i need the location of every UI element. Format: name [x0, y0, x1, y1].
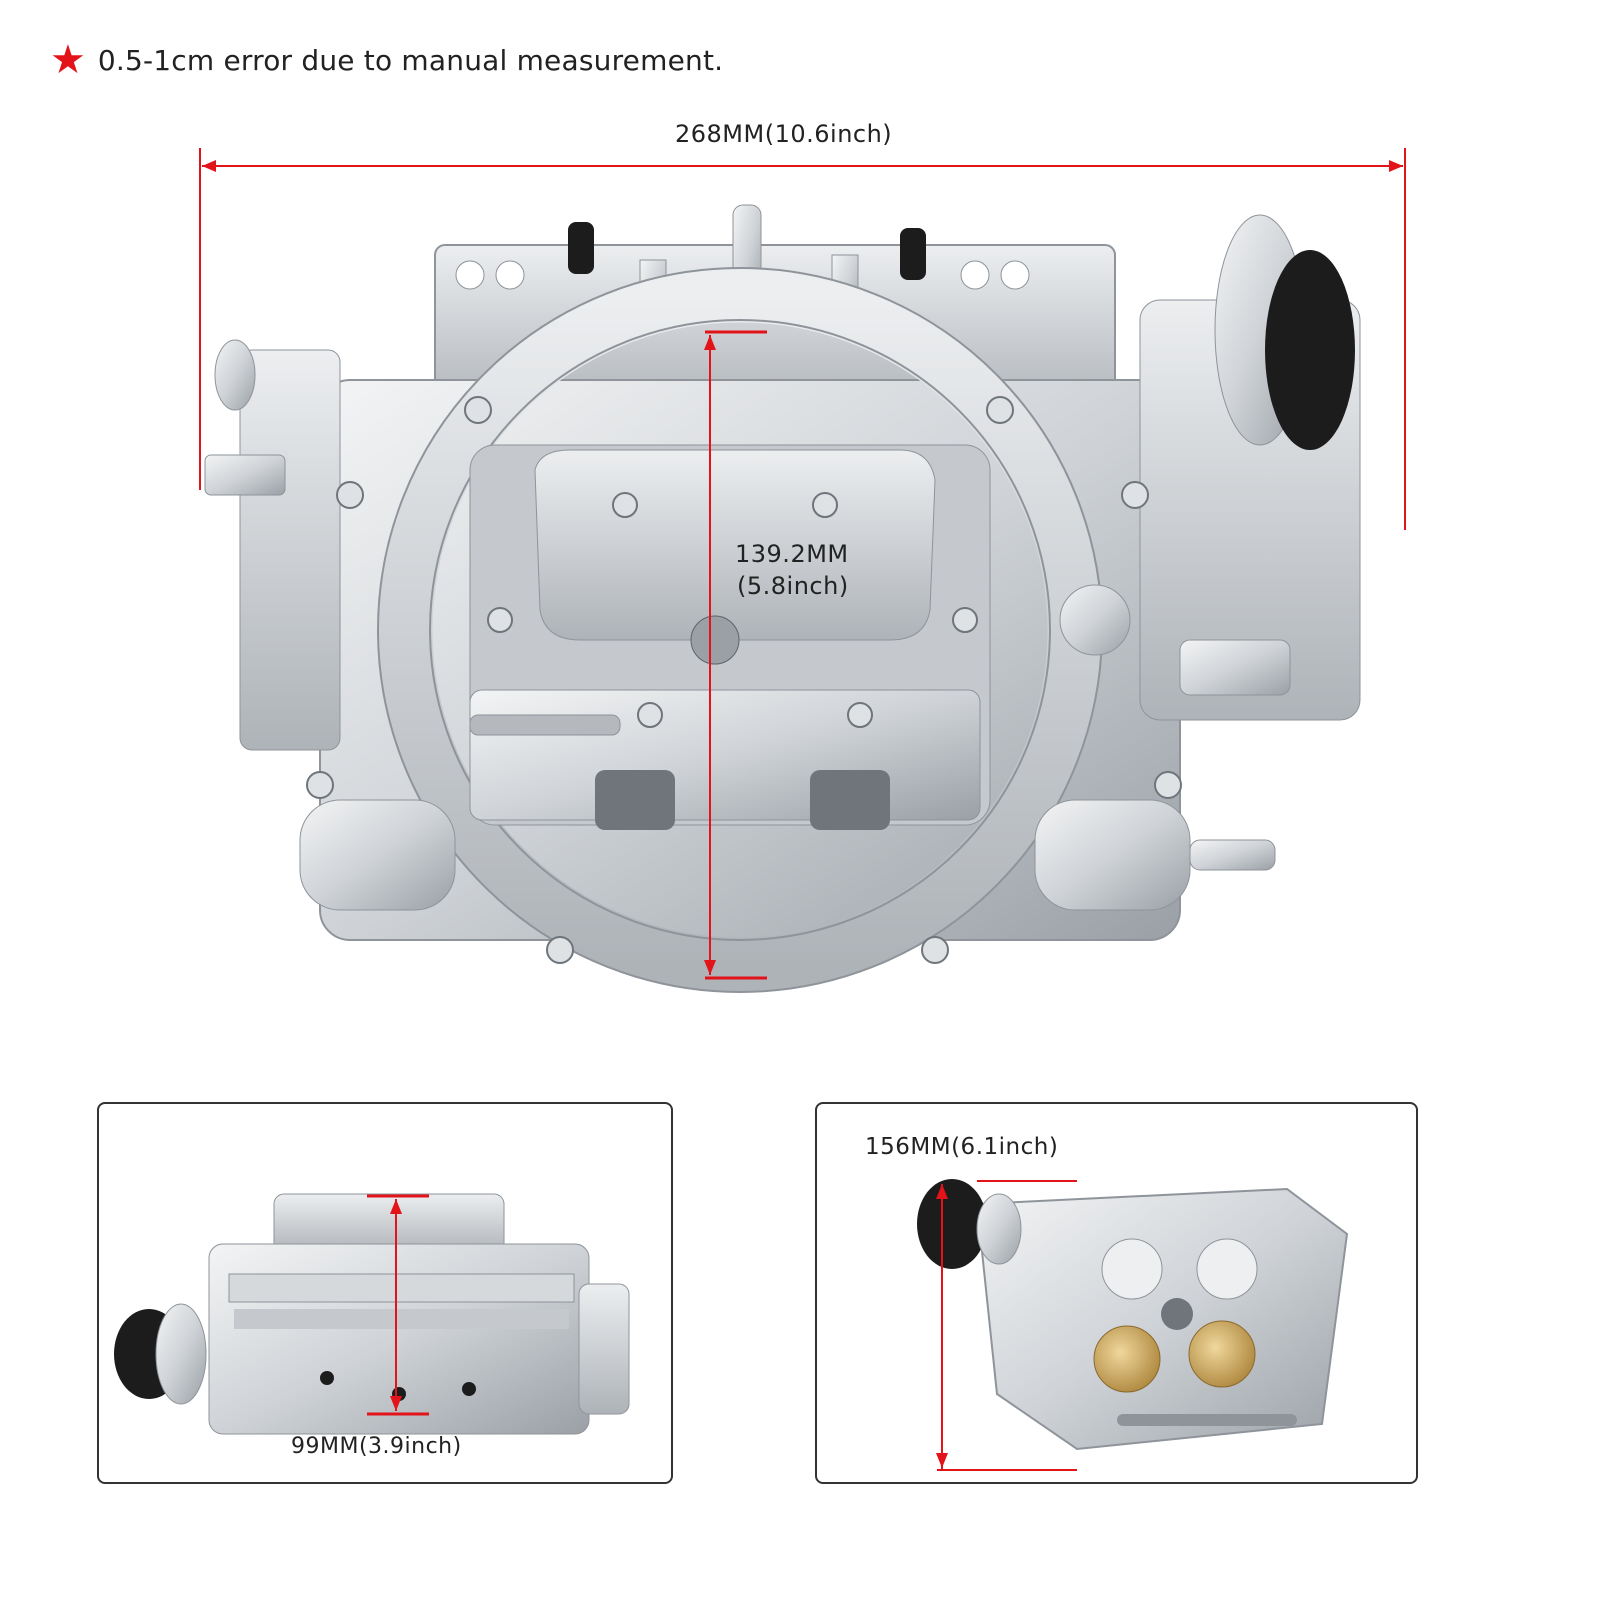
- bottom-view-panel: 156MM(6.1inch): [815, 1102, 1418, 1484]
- note-text: 0.5-1cm error due to manual measurement.: [97, 43, 724, 77]
- star-icon: ★: [50, 37, 86, 83]
- measurement-note: ★ 0.5-1cm error due to manual measuremen…: [50, 40, 723, 80]
- side-height-label: 99MM(3.9inch): [291, 1434, 462, 1459]
- bottom-view-image: [917, 1179, 1349, 1471]
- height-dimension-label-mm: 139.2MM: [735, 540, 849, 568]
- width-dimension-label: 268MM(10.6inch): [675, 120, 893, 148]
- side-view-image: [114, 1193, 630, 1435]
- height-dimension-label-inch: (5.8inch): [737, 572, 849, 600]
- bottom-height-label: 156MM(6.1inch): [865, 1134, 1059, 1160]
- side-view-panel: 99MM(3.9inch): [97, 1102, 673, 1484]
